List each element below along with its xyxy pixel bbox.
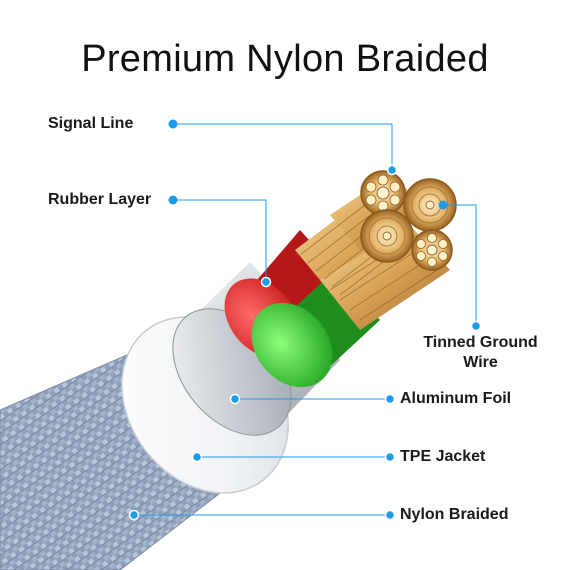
signal-line-end (360, 170, 406, 216)
label-signal-line: Signal Line (48, 115, 134, 132)
lower-wire-end (411, 229, 453, 271)
callout-dot-tinned-ground-wire-end (470, 320, 482, 332)
callout-line-rubber-layer (173, 199, 267, 282)
callout-dot-tpe-jacket-end (384, 451, 396, 463)
callout-dot-nylon-braided-end (384, 509, 396, 521)
page-title: Premium Nylon Braided (81, 38, 489, 80)
label-tpe-jacket: TPE Jacket (400, 448, 486, 465)
callout-dot-rubber-layer-end (260, 276, 272, 288)
callout-line-signal-line (173, 123, 393, 170)
label-tinned-ground-wire-line1: Tinned Ground (423, 334, 538, 351)
callout-dot-signal-line-end (386, 164, 398, 176)
callout-dot-tinned-ground-wire-start (438, 200, 448, 210)
callout-dot-aluminum-foil-start (229, 393, 241, 405)
label-rubber-layer: Rubber Layer (48, 191, 152, 208)
callout-dot-aluminum-foil-end (384, 393, 396, 405)
rubber-layer-wire-end (360, 209, 414, 263)
callout-dot-tpe-jacket-start (191, 451, 203, 463)
label-nylon-braided: Nylon Braided (400, 506, 509, 523)
label-tinned-ground-wire: Tinned Ground Wire (418, 333, 543, 373)
callout-dot-rubber-layer-start (168, 195, 178, 205)
label-tinned-ground-wire-line2: Wire (463, 354, 498, 371)
callout-dot-nylon-braided-start (128, 509, 140, 521)
callout-line-tinned-ground-wire (443, 204, 477, 326)
callout-dot-signal-line-start (168, 119, 178, 129)
label-aluminum-foil: Aluminum Foil (400, 390, 512, 407)
